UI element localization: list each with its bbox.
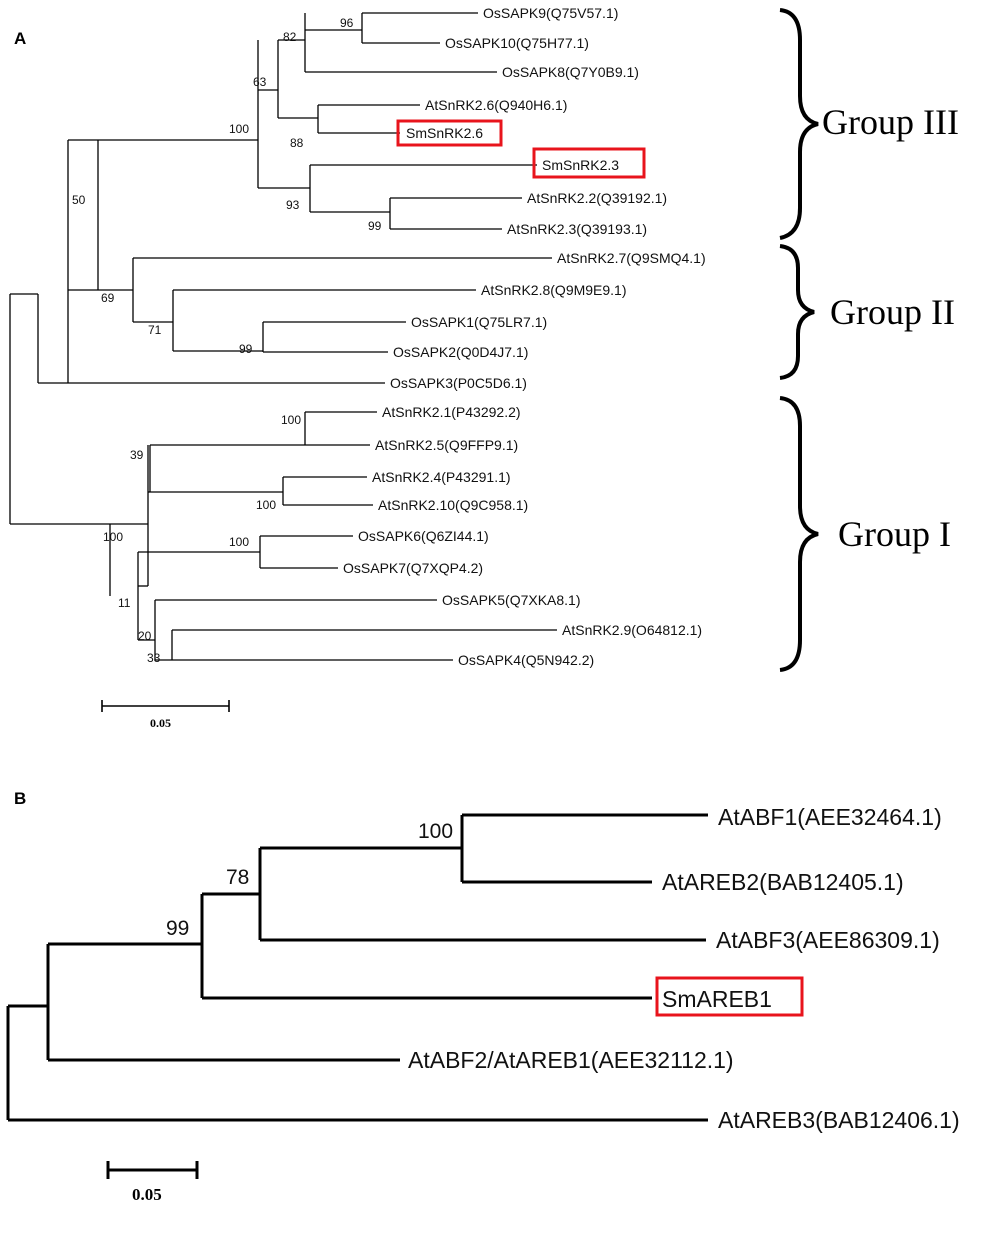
bootstrap-value: 63	[253, 75, 267, 89]
bootstrap-value: 78	[226, 866, 249, 889]
bootstrap-value: 20	[138, 629, 152, 643]
panel-b-label: B	[14, 789, 26, 808]
bootstrap-value: 11	[118, 596, 131, 610]
leaf-label: AtABF3(AEE86309.1)	[716, 927, 940, 953]
leaf-label: AtABF1(AEE32464.1)	[718, 804, 942, 830]
scale-bar-b-label: 0.05	[132, 1185, 162, 1204]
bootstrap-value: 100	[418, 820, 453, 843]
leaf-label: AtSnRK2.10(Q9C958.1)	[378, 497, 528, 513]
panel-a-label: A	[14, 29, 26, 48]
leaf-label: OsSAPK9(Q75V57.1)	[483, 5, 618, 21]
bootstrap-value: 96	[340, 16, 354, 30]
leaf-label: AtSnRK2.5(Q9FFP9.1)	[375, 437, 518, 453]
bootstrap-value: 100	[229, 535, 249, 549]
bootstrap-value: 33	[147, 651, 161, 665]
leaf-label: SmSnRK2.6	[406, 125, 483, 141]
bootstrap-value: 88	[290, 136, 304, 150]
brace-group-ii	[779, 244, 815, 380]
leaf-label: AtSnRK2.6(Q940H6.1)	[425, 97, 567, 113]
bootstrap-value: 100	[281, 413, 301, 427]
tree-a	[9, 12, 557, 661]
leaf-label: OsSAPK2(Q0D4J7.1)	[393, 344, 528, 360]
leaf-label: AtSnRK2.9(O64812.1)	[562, 622, 702, 638]
bootstrap-value: 100	[103, 530, 123, 544]
leaf-label: OsSAPK5(Q7XKA8.1)	[442, 592, 581, 608]
leaf-label: AtSnRK2.2(Q39192.1)	[527, 190, 667, 206]
group-i-label: Group I	[838, 514, 951, 554]
bootstrap-value: 99	[368, 219, 382, 233]
highlight-box-smsnrk2-3	[532, 147, 646, 179]
scale-bar-a: 0.05	[101, 700, 230, 730]
bootstrap-value: 93	[286, 198, 300, 212]
bootstrap-value: 99	[239, 342, 253, 356]
leaf-label: AtAREB3(BAB12406.1)	[718, 1107, 960, 1133]
leaf-label: SmSnRK2.3	[542, 157, 619, 173]
leaf-label: AtSnRK2.3(Q39193.1)	[507, 221, 647, 237]
bootstrap-value: 100	[229, 122, 249, 136]
leaf-label: AtSnRK2.7(Q9SMQ4.1)	[557, 250, 706, 266]
tree-b-leaf-labels: AtABF1(AEE32464.1) AtAREB2(BAB12405.1) A…	[408, 804, 960, 1133]
bootstrap-value: 69	[101, 291, 115, 305]
bootstrap-value: 39	[130, 448, 144, 462]
group-ii-label: Group II	[830, 292, 955, 332]
tree-a-bootstrap-values: 96 82 63 100 88 93 99 50 69 71 99 100 39…	[72, 16, 382, 665]
tree-a-leaf-labels: OsSAPK9(Q75V57.1) OsSAPK10(Q75H77.1) OsS…	[343, 5, 706, 668]
leaf-label: AtABF2/AtAREB1(AEE32112.1)	[408, 1047, 734, 1073]
highlight-box-smsnrk2-6	[396, 119, 503, 147]
leaf-label: AtSnRK2.8(Q9M9E9.1)	[481, 282, 627, 298]
group-iii-label: Group III	[822, 102, 959, 142]
leaf-label: OsSAPK8(Q7Y0B9.1)	[502, 64, 639, 80]
leaf-label: OsSAPK7(Q7XQP4.2)	[343, 560, 483, 576]
bootstrap-value: 99	[166, 917, 189, 940]
bootstrap-value: 50	[72, 193, 86, 207]
leaf-label: SmAREB1	[662, 986, 772, 1012]
scale-bar-a-label: 0.05	[150, 716, 171, 730]
tree-b-bootstrap-values: 100 78 99	[166, 820, 453, 940]
leaf-label: OsSAPK1(Q75LR7.1)	[411, 314, 547, 330]
leaf-label: OsSAPK4(Q5N942.2)	[458, 652, 594, 668]
group-braces	[779, 8, 819, 672]
leaf-label: OsSAPK6(Q6ZI44.1)	[358, 528, 489, 544]
leaf-label: AtSnRK2.4(P43291.1)	[372, 469, 511, 485]
bootstrap-value: 82	[283, 30, 297, 44]
leaf-label: OsSAPK10(Q75H77.1)	[445, 35, 589, 51]
scale-bar-b: 0.05	[106, 1161, 199, 1204]
bootstrap-value: 71	[148, 323, 162, 337]
brace-group-iii	[779, 8, 819, 240]
leaf-label: AtAREB2(BAB12405.1)	[662, 869, 904, 895]
highlight-box-smareb1	[655, 976, 804, 1017]
brace-group-i	[779, 396, 819, 672]
leaf-label: OsSAPK3(P0C5D6.1)	[390, 375, 527, 391]
tree-b	[6, 813, 708, 1122]
leaf-label: AtSnRK2.1(P43292.2)	[382, 404, 521, 420]
bootstrap-value: 100	[256, 498, 276, 512]
